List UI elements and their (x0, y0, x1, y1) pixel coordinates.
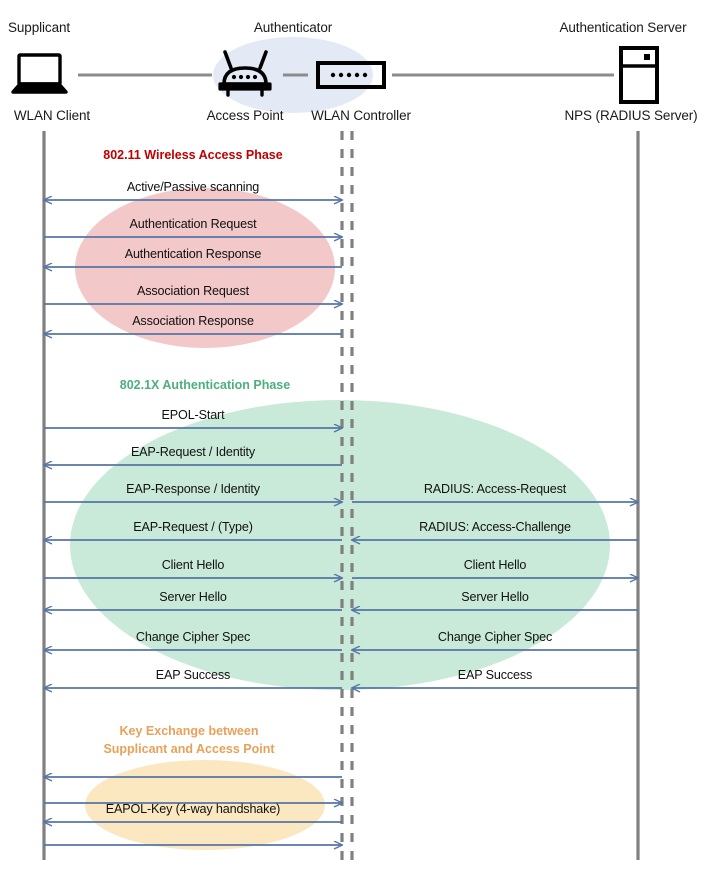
phase-backgrounds (70, 188, 610, 850)
message-label-left: Authentication Request (129, 217, 257, 231)
actor-name-access-point: Access Point (206, 108, 284, 123)
message-label-right: RADIUS: Access-Challenge (419, 520, 571, 534)
phase-label-wireless-access: 802.11 Wireless Access Phase (83, 146, 303, 164)
lifelines (42, 131, 640, 860)
phase-ellipse-wireless-access (75, 188, 335, 348)
laptop-icon (11, 53, 68, 94)
phase-ellipse-dot1x-auth (70, 400, 610, 690)
message-label-right: RADIUS: Access-Request (423, 482, 567, 496)
message-label-left: Association Request (137, 284, 249, 298)
actor-name-wlan-client: WLAN Client (13, 108, 91, 123)
message-label-right: Server Hello (461, 590, 529, 604)
phase-label-line: Key Exchange between (119, 724, 259, 738)
actor-role-authentication-server: Authentication Server (559, 20, 687, 35)
message-label-left: EAPOL-Key (4-way handshake) (105, 802, 281, 816)
actor-role-authenticator: Authenticator (253, 20, 333, 35)
actor-role-supplicant: Supplicant (8, 20, 71, 35)
message-label-left: Association Response (132, 314, 254, 328)
message-label-left: Change Cipher Spec (135, 630, 251, 644)
message-label-right: EAP Success (457, 668, 533, 682)
message-label-left: Authentication Response (124, 247, 262, 261)
server-icon (619, 46, 659, 104)
message-arrows-left (44, 200, 342, 845)
message-label-left: EAP-Request / Identity (130, 445, 256, 459)
message-label-left: Client Hello (161, 558, 225, 572)
message-label-left: EAP Success (155, 668, 231, 682)
actor-name-nps-radius: NPS (RADIUS Server) (564, 108, 698, 123)
phase-label-dot1x-auth: 802.1X Authentication Phase (95, 376, 315, 394)
message-arrows-right (352, 502, 638, 688)
message-label-right: Client Hello (463, 558, 527, 572)
phase-ellipse-key-exchange (85, 760, 325, 850)
message-label-left: EAP-Response / Identity (126, 482, 260, 496)
message-label-left: Active/Passive scanning (126, 180, 260, 194)
actor-name-wlan-controller: WLAN Controller (311, 108, 411, 123)
message-label-right: Change Cipher Spec (437, 630, 553, 644)
phase-label-line: 802.1X Authentication Phase (119, 378, 291, 392)
phase-label-line: 802.11 Wireless Access Phase (103, 148, 283, 162)
phase-label-key-exchange: Key Exchange between Supplicant and Acce… (82, 722, 296, 758)
phase-label-line: Supplicant and Access Point (103, 742, 275, 756)
message-label-left: EAP-Request / (Type) (133, 520, 253, 534)
message-label-left: Server Hello (159, 590, 227, 604)
access-point-icon (218, 50, 272, 97)
wlan-controller-icon (316, 61, 386, 89)
message-label-left: EPOL-Start (161, 408, 225, 422)
